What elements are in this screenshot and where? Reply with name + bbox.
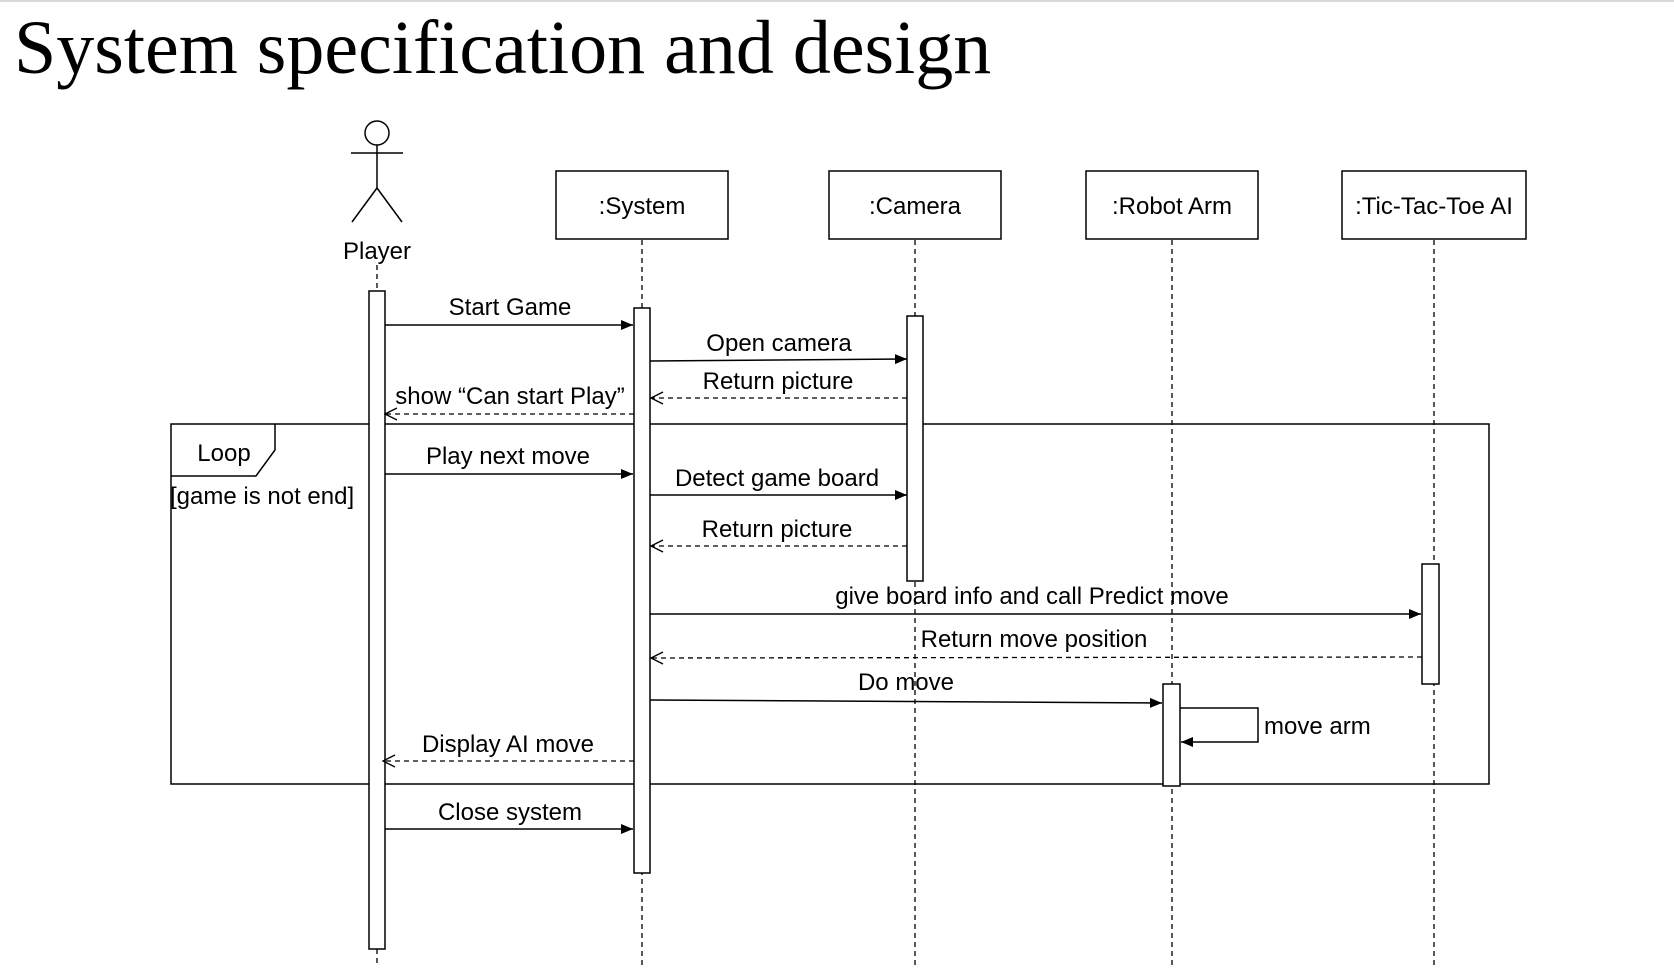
activation-player bbox=[368, 290, 386, 950]
activation-system bbox=[633, 307, 651, 874]
message-label-play-next-move: Play next move bbox=[426, 443, 590, 470]
message-label-display-ai-move: Display AI move bbox=[422, 731, 594, 758]
message-label-return-picture-2: Return picture bbox=[702, 516, 853, 543]
message-label-give-board-info: give board info and call Predict move bbox=[835, 583, 1229, 610]
actor-player bbox=[351, 120, 403, 223]
participant-box bbox=[1085, 170, 1259, 240]
message-label-start-game: Start Game bbox=[449, 294, 572, 321]
message-label-close-system: Close system bbox=[438, 799, 582, 826]
participant-label: :System bbox=[599, 193, 686, 220]
message-label-return-move-position: Return move position bbox=[921, 626, 1148, 653]
participant-label: :Robot Arm bbox=[1112, 193, 1232, 220]
actor-leg-right bbox=[376, 187, 403, 223]
participant-camera: :Camera bbox=[828, 170, 1002, 240]
participant-robot-arm: :Robot Arm bbox=[1085, 170, 1259, 240]
loop-guard: [game is not end] bbox=[170, 483, 354, 510]
message-label-show-can-start-play: show “Can start Play” bbox=[395, 383, 624, 410]
message-arrow-do-move bbox=[649, 697, 1163, 708]
message-arrow-move-arm bbox=[1180, 707, 1259, 747]
participant-box bbox=[1341, 170, 1527, 240]
loop-frame bbox=[170, 423, 1490, 785]
loop-operator-label: Loop bbox=[197, 440, 250, 467]
participant-tic-tac-toe-ai: :Tic-Tac-Toe AI bbox=[1341, 170, 1527, 240]
message-label-do-move: Do move bbox=[858, 669, 954, 696]
message-label-open-camera: Open camera bbox=[706, 330, 852, 357]
actor-leg-left bbox=[351, 187, 378, 223]
activation-camera bbox=[906, 315, 924, 582]
page-title: System specification and design bbox=[14, 6, 992, 90]
activations bbox=[368, 290, 1440, 950]
top-border bbox=[0, 0, 1674, 2]
participant-label: :Camera bbox=[869, 193, 962, 220]
message-arrow-return-move-position bbox=[651, 657, 1423, 658]
activation-tic-tac-toe-ai bbox=[1421, 563, 1440, 685]
participant-box bbox=[828, 170, 1002, 240]
message-label-return-picture-1: Return picture bbox=[703, 368, 854, 395]
message-label-move-arm: move arm bbox=[1264, 713, 1371, 740]
loop-operator-tab bbox=[171, 424, 276, 477]
messages: Start Game Open camera Return picture sh… bbox=[383, 294, 1423, 834]
participant-box bbox=[555, 170, 729, 240]
actor-label: Player bbox=[343, 238, 411, 265]
message-arrow-open-camera bbox=[649, 354, 908, 365]
message-label-detect-game-board: Detect game board bbox=[675, 465, 879, 492]
loop-fragment: Loop [game is not end] bbox=[170, 423, 1490, 785]
participant-system: :System bbox=[555, 170, 729, 240]
participant-label: :Tic-Tac-Toe AI bbox=[1355, 193, 1513, 220]
activation-robot-arm bbox=[1162, 683, 1181, 787]
actor-head bbox=[364, 120, 390, 146]
